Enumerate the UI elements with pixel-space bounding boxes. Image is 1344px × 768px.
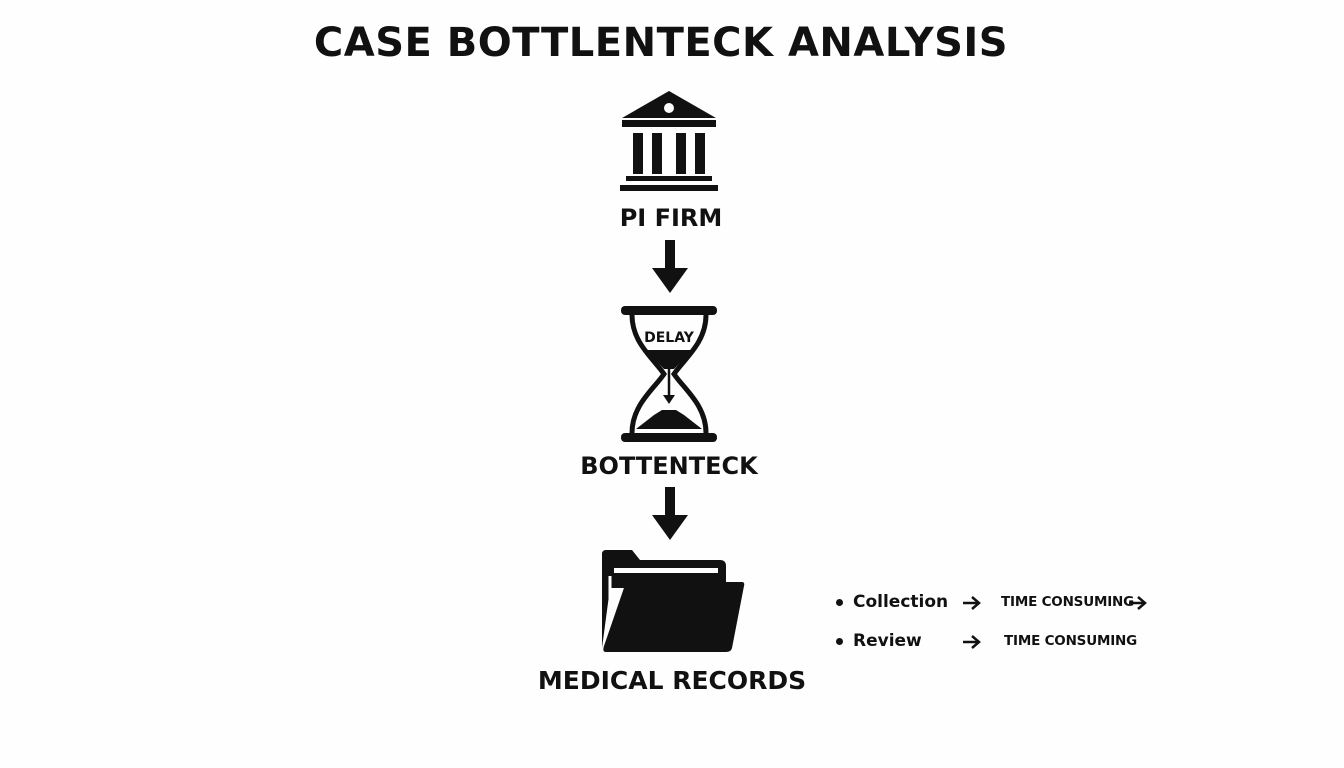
right-arrow-icon <box>963 596 981 610</box>
hourglass-icon <box>621 306 717 442</box>
side-item-review: Review TIME CONSUMING <box>832 630 1162 654</box>
delay-text: DELAY <box>644 330 694 346</box>
side-item-label: Review <box>853 631 922 651</box>
side-item-collection: Collection TIME CONSUMING <box>832 591 1162 615</box>
folder-icon <box>602 550 745 652</box>
medical-records-label: MEDICAL RECORDS <box>537 666 807 695</box>
right-arrow-icon <box>1129 596 1147 610</box>
side-item-status: TIME CONSUMING <box>1001 594 1134 610</box>
down-arrow-icon <box>652 487 688 540</box>
bullet-icon <box>836 638 843 645</box>
bottleneck-label: BOTTENTECK <box>580 452 758 480</box>
diagram-title: CASE BOTTLENTECK ANALYSIS <box>313 20 1009 66</box>
side-item-status: TIME CONSUMING <box>1004 633 1137 649</box>
bullet-icon <box>836 599 843 606</box>
bank-building-icon <box>620 91 718 191</box>
down-arrow-icon <box>652 240 688 293</box>
pi-firm-label: PI FIRM <box>619 204 723 232</box>
right-arrow-icon <box>963 635 981 649</box>
side-item-label: Collection <box>853 592 949 612</box>
